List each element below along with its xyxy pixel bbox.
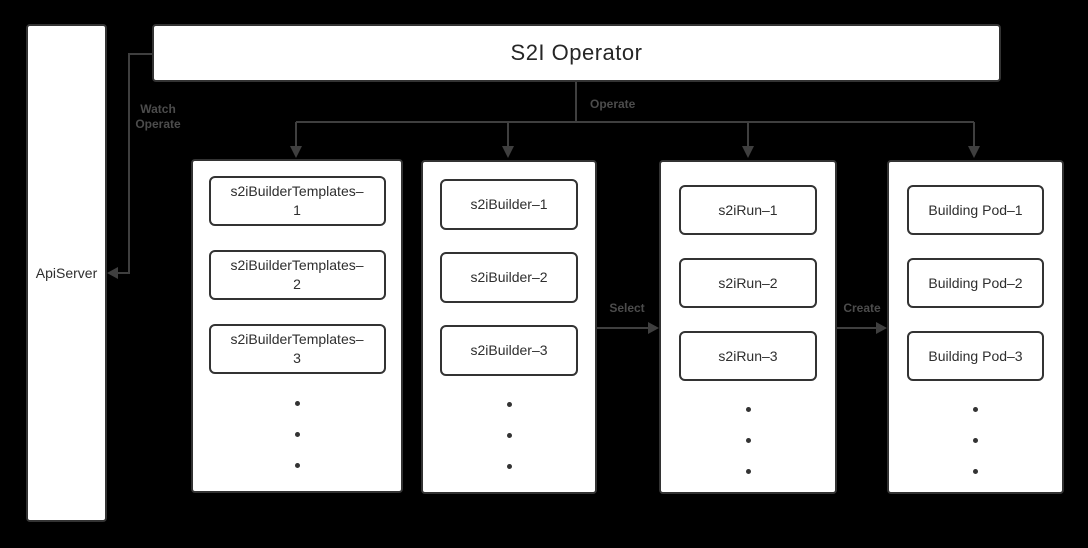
group-s2i-builder: s2iBuilder–1 s2iBuilder–2 s2iBuilder–3: [421, 160, 597, 494]
dot-icon: [745, 407, 751, 412]
node-label: Building Pod–2: [928, 274, 1023, 291]
node-s2irun-3: s2iRun–3: [679, 331, 817, 381]
node-label: s2iBuilder–2: [470, 269, 548, 285]
watch-operate-edge-label: Watch Operate: [130, 102, 186, 132]
node-s2ibuildertemplates-2: s2iBuilderTemplates–2: [208, 250, 386, 300]
select-edge-label: Select: [609, 301, 645, 315]
node-s2ibuildertemplates-1: s2iBuilderTemplates–1: [208, 176, 386, 226]
node-label: Building Pod–1: [928, 201, 1023, 218]
drop-arrowhead-4: [968, 146, 980, 158]
drop-arrowhead-1: [290, 146, 302, 158]
more-items-dots-icon: [889, 407, 1062, 474]
node-label: s2iBuilderTemplates–3: [230, 331, 364, 366]
dot-icon: [294, 463, 300, 468]
dot-icon: [294, 432, 300, 437]
group-s2i-builder-templates: s2iBuilderTemplates–1 s2iBuilderTemplate…: [191, 159, 403, 493]
dot-icon: [294, 401, 300, 406]
dot-icon: [973, 407, 978, 412]
group-building-pod: Building Pod–1 Building Pod–2 Building P…: [887, 160, 1064, 494]
more-items-dots-icon: [193, 401, 401, 468]
drop-arrowhead-3: [742, 146, 754, 158]
create-arrowhead: [876, 322, 887, 334]
dot-icon: [745, 469, 751, 474]
dot-icon: [506, 464, 512, 469]
dot-icon: [973, 469, 978, 474]
operate-edge-label: Operate: [590, 97, 636, 111]
dot-icon: [745, 438, 751, 443]
node-s2irun-2: s2iRun–2: [679, 258, 817, 308]
more-items-dots-icon: [423, 402, 595, 469]
create-edge-label: Create: [843, 301, 881, 315]
node-label: Building Pod–3: [928, 347, 1023, 364]
node-building-pod-1: Building Pod–1: [907, 185, 1044, 235]
node-label: s2iBuilderTemplates–1: [230, 183, 364, 218]
node-s2ibuilder-3: s2iBuilder–3: [440, 325, 578, 376]
node-label: s2iRun–2: [718, 274, 778, 291]
select-arrowhead: [648, 322, 659, 334]
apiserver-label: ApiServer: [35, 265, 98, 281]
watch-label-line1: Watch: [140, 102, 176, 116]
watch-label-line2: Operate: [135, 117, 181, 131]
dot-icon: [973, 438, 978, 443]
apiserver-box: ApiServer: [26, 24, 107, 522]
s2i-operator-box: S2I Operator: [152, 24, 1001, 82]
node-label: s2iBuilder–3: [470, 342, 548, 358]
drop-arrowhead-2: [502, 146, 514, 158]
dot-icon: [506, 402, 512, 407]
group-s2i-run: s2iRun–1 s2iRun–2 s2iRun–3: [659, 160, 837, 494]
node-label: s2iBuilder–1: [470, 196, 548, 212]
node-s2ibuilder-2: s2iBuilder–2: [440, 252, 578, 303]
node-building-pod-2: Building Pod–2: [907, 258, 1044, 308]
watch-edge-line: [118, 53, 152, 274]
node-s2irun-1: s2iRun–1: [679, 185, 817, 235]
node-label: s2iRun–3: [718, 347, 778, 364]
more-items-dots-icon: [661, 407, 835, 474]
s2i-operator-title: S2I Operator: [510, 40, 643, 65]
node-label: s2iBuilderTemplates–2: [230, 257, 364, 292]
node-label: s2iRun–1: [718, 201, 778, 218]
dot-icon: [506, 433, 512, 438]
node-s2ibuildertemplates-3: s2iBuilderTemplates–3: [208, 324, 386, 374]
watch-arrowhead: [107, 267, 118, 279]
node-building-pod-3: Building Pod–3: [907, 331, 1044, 381]
node-s2ibuilder-1: s2iBuilder–1: [440, 179, 578, 230]
